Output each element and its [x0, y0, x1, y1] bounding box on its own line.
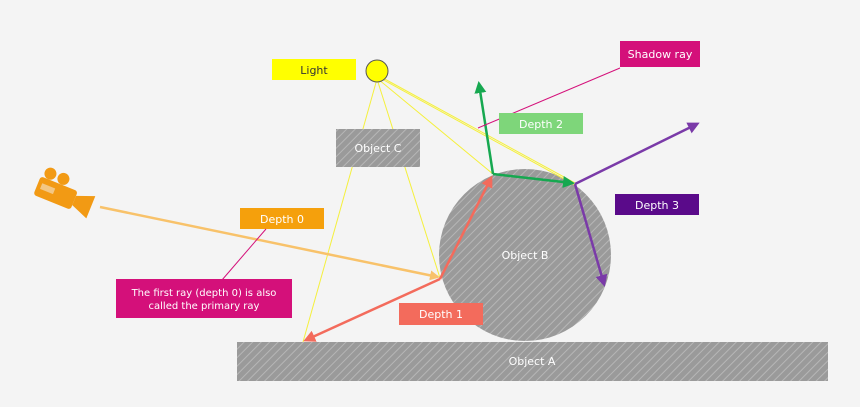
depth-3-ray-down [573, 183, 608, 287]
primary-note-pointer [221, 228, 267, 281]
depth-2-label: Depth 2 [519, 118, 563, 131]
depth-1-ray-sphere [438, 175, 493, 280]
primary-note-box [116, 279, 292, 318]
primary-note-line1: The first ray (depth 0) is also [131, 288, 277, 299]
object-c-label: Object C [354, 142, 401, 155]
object-b-shape [439, 169, 611, 341]
depth-0-label-box [240, 208, 324, 229]
light-label: Light [300, 64, 328, 77]
depth-2-ray-right [492, 172, 575, 188]
light-rays [302, 76, 576, 343]
depth-0-ray [99, 205, 440, 281]
light-label-box [272, 59, 356, 80]
video-camera-icon [34, 167, 96, 219]
depth-1-ray-floor [303, 277, 441, 342]
shadow-ray-label-box [620, 41, 700, 67]
depth-2-ray-up [474, 81, 495, 175]
object-a-label: Object A [509, 355, 556, 368]
primary-note-line2: called the primary ray [149, 301, 260, 312]
depth-3-ray-up [574, 122, 700, 186]
depth-2-label-box [499, 113, 583, 134]
depth-0-label: Depth 0 [260, 213, 304, 226]
object-c-shape [336, 129, 420, 167]
depth-1-label: Depth 1 [419, 308, 463, 321]
depth-1-label-box [399, 303, 483, 325]
light-source-icon [365, 59, 389, 83]
depth-3-label: Depth 3 [635, 199, 679, 212]
object-b-label: Object B [502, 249, 549, 262]
depth-3-label-box [615, 194, 699, 215]
shadow-ray-label: Shadow ray [628, 48, 693, 61]
object-a-shape [237, 342, 828, 381]
